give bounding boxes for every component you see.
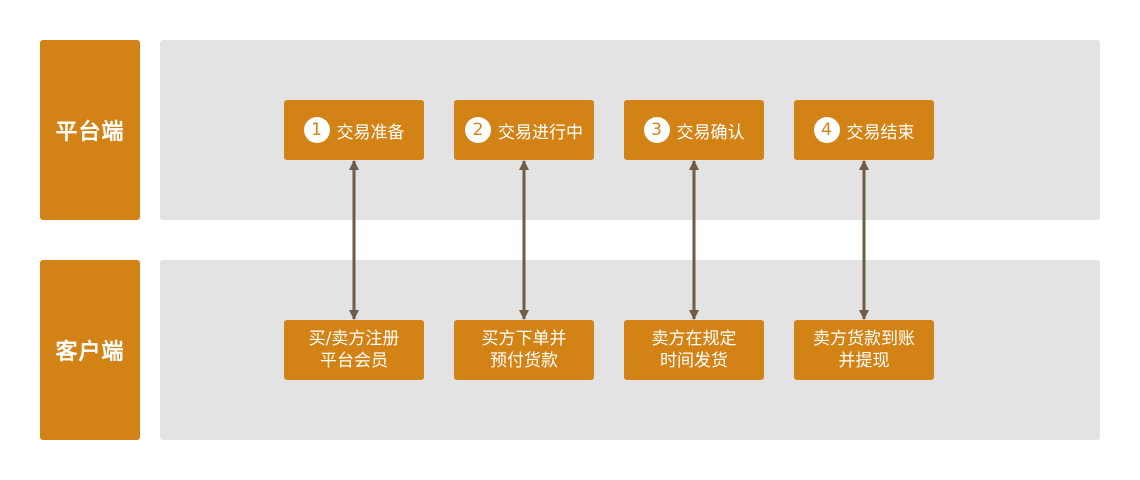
- platform-row-label: 平台端: [40, 40, 140, 220]
- step-number-1: 1: [303, 117, 330, 143]
- client-action-3-line2: 时间发货: [660, 351, 728, 371]
- client-action-1-line2: 平台会员: [320, 351, 388, 371]
- client-action-4-line2: 并提现: [838, 351, 890, 371]
- step-label-1: 交易准备: [336, 122, 405, 143]
- client-action-2-line2: 预付货款: [490, 351, 558, 371]
- client-action-box-2: 买方下单并 预付货款: [454, 320, 594, 380]
- step-number-3: 3: [643, 117, 670, 143]
- step-box-2: 2 交易进行中: [454, 100, 594, 160]
- step-box-4: 4 交易结束: [794, 100, 934, 160]
- step-box-1: 1 交易准备: [284, 100, 424, 160]
- step-label-3: 交易确认: [676, 122, 745, 143]
- client-action-4-line1: 卖方货款到账: [813, 329, 915, 349]
- client-label: 客户端: [55, 340, 125, 365]
- client-action-2-line1: 买方下单并: [481, 329, 567, 349]
- step-label-2: 交易进行中: [498, 122, 583, 143]
- step-box-3: 3 交易确认: [624, 100, 764, 160]
- step-label-4: 交易结束: [846, 122, 915, 143]
- client-row-label: 客户端: [40, 260, 140, 440]
- client-action-1-line1: 买/卖方注册: [308, 329, 400, 349]
- step-number-2: 2: [465, 117, 491, 143]
- step-number-4: 4: [813, 117, 840, 143]
- client-action-box-4: 卖方货款到账 并提现: [794, 320, 934, 380]
- client-action-3-line1: 卖方在规定: [651, 329, 737, 349]
- platform-label: 平台端: [55, 120, 125, 145]
- client-action-box-1: 买/卖方注册 平台会员: [284, 320, 424, 380]
- client-action-box-3: 卖方在规定 时间发货: [624, 320, 764, 380]
